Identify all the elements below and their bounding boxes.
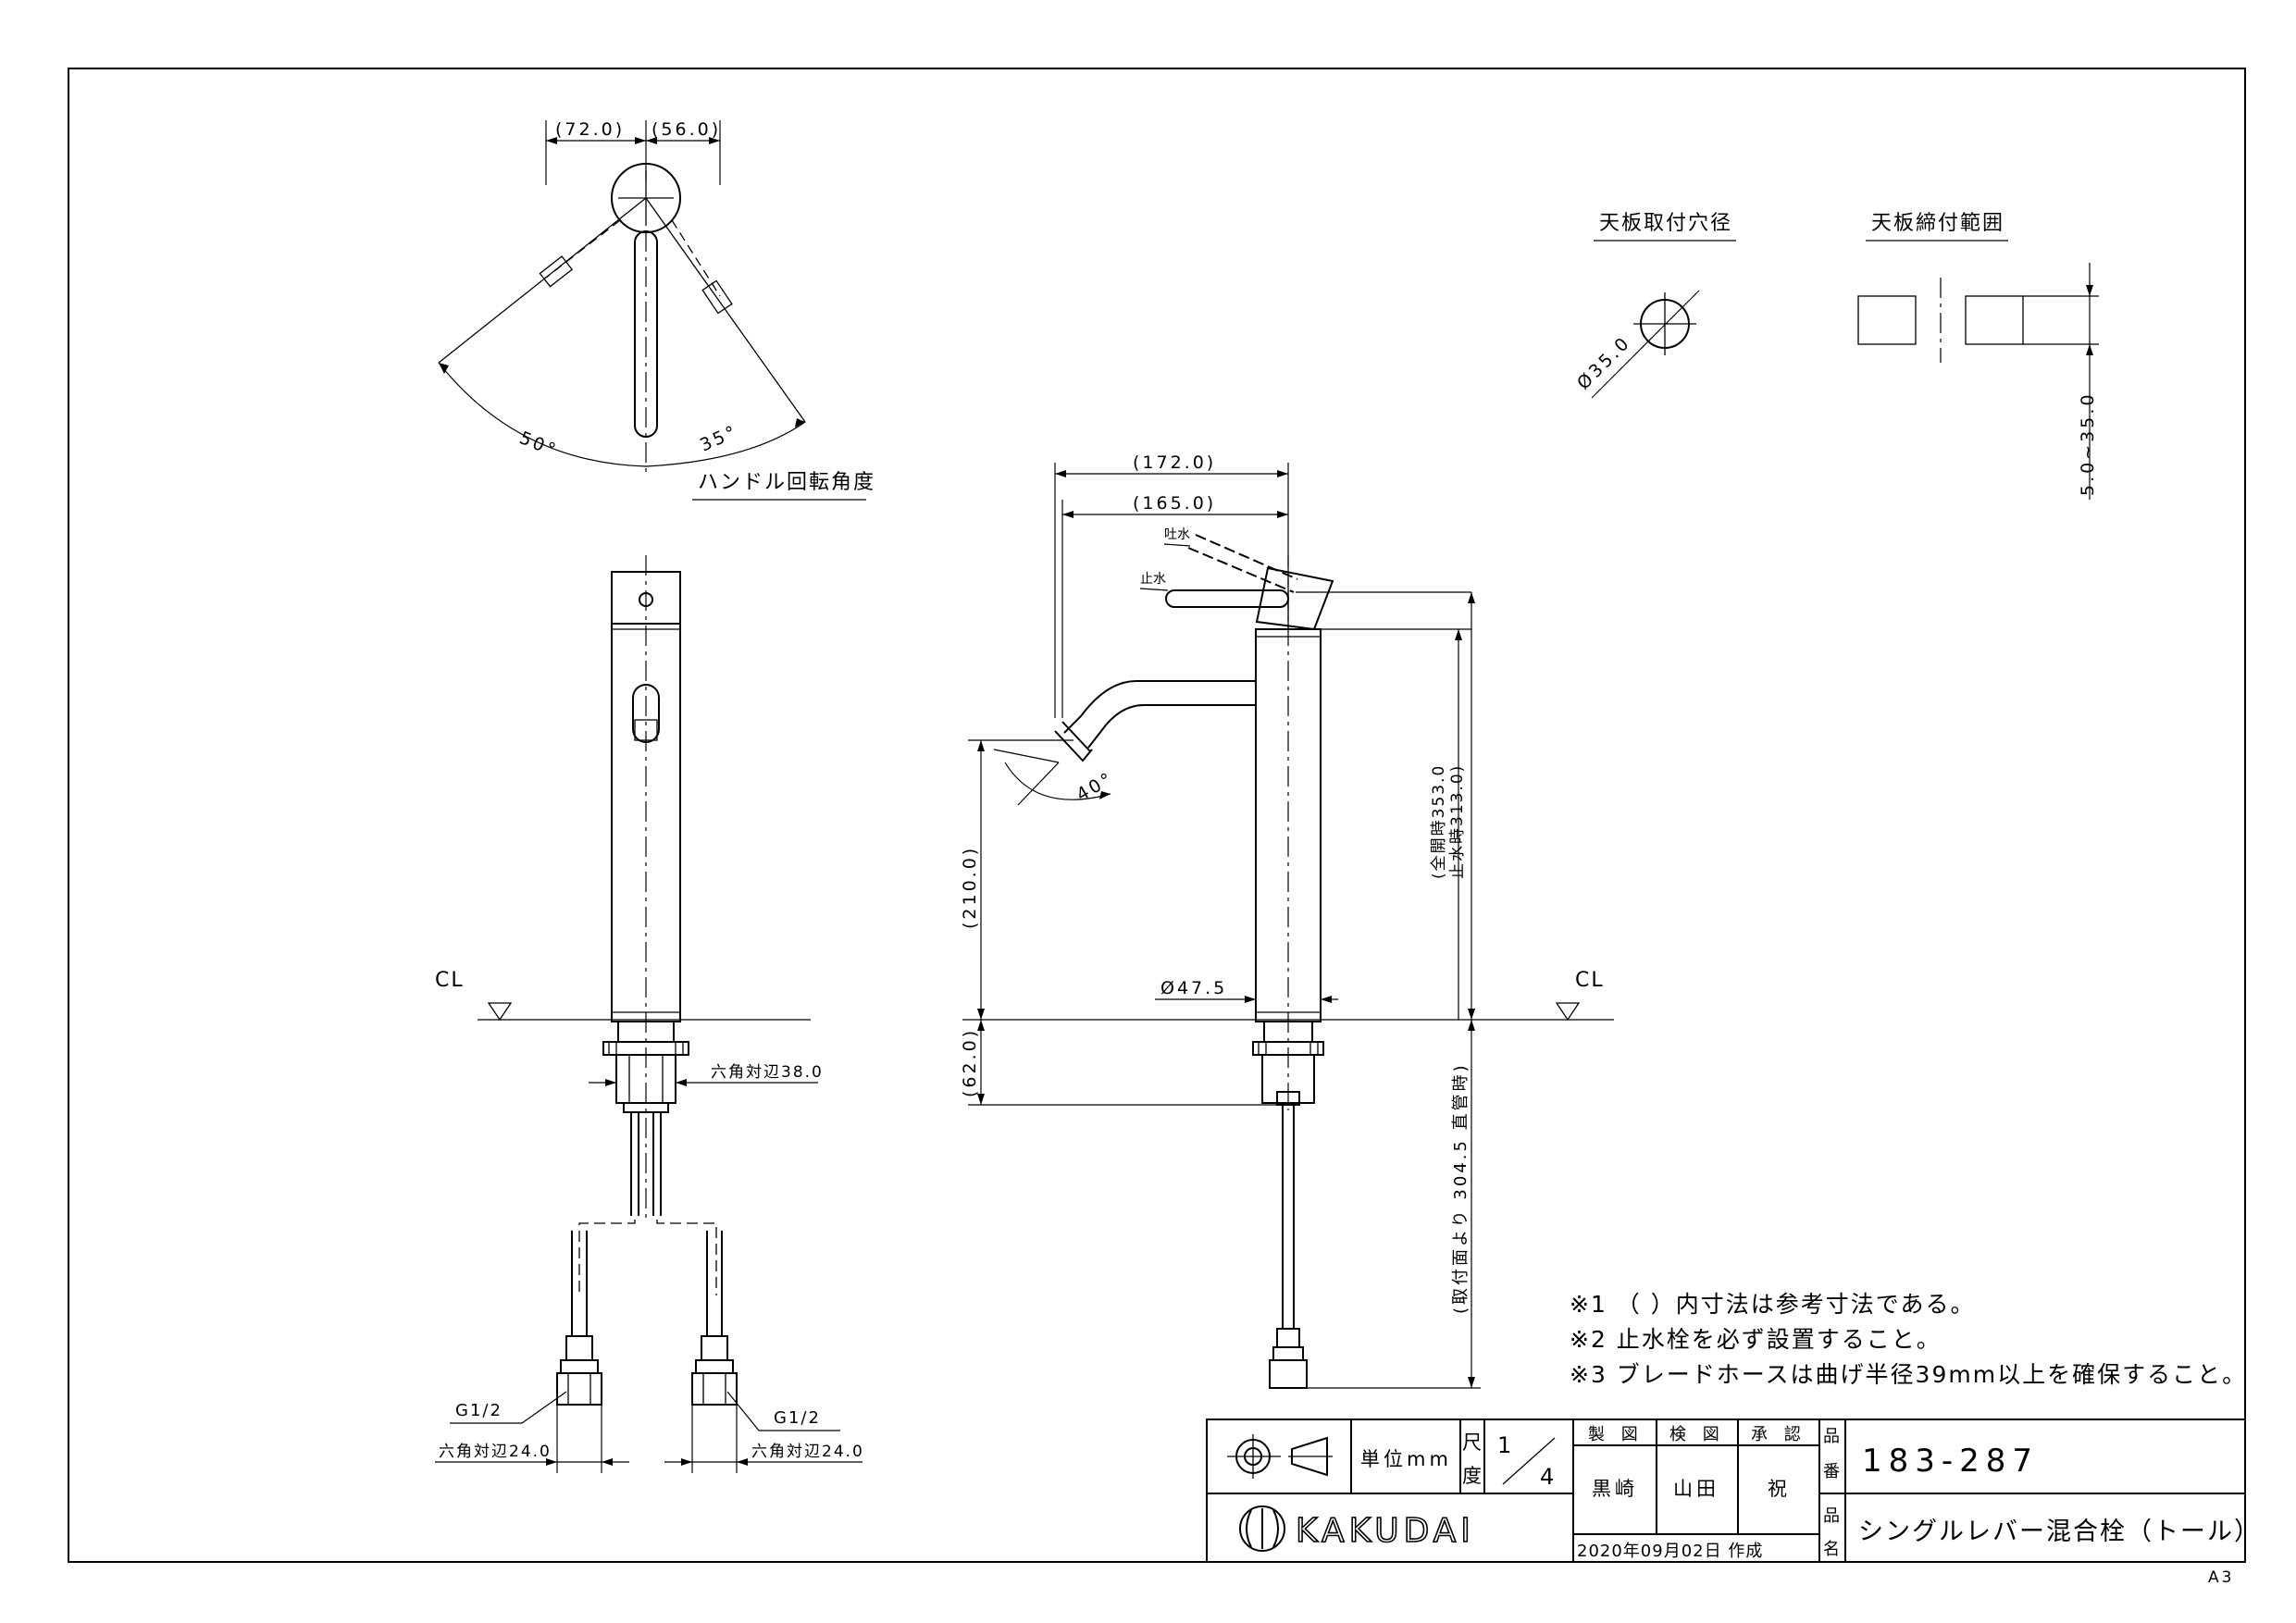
part-no-label-1: 品 bbox=[1823, 1427, 1840, 1446]
side-view: (172.0) (165.0) 吐水 止水 40° (210.0) bbox=[960, 452, 1614, 1389]
title-block: 単位mm 尺 度 1 4 製 図 検 図 承 認 黒崎 山田 祝 2020年09… bbox=[1206, 1419, 2261, 1563]
front-view: CL 六角対辺38.0 G1/2 G1/2 bbox=[435, 555, 864, 1473]
made-by: 黒崎 bbox=[1592, 1478, 1638, 1500]
sheet-size: A3 bbox=[2208, 1568, 2234, 1587]
label-discharge: 吐水 bbox=[1164, 527, 1190, 542]
note-1: ※1 （ ）内寸法は参考寸法である。 bbox=[1570, 1291, 1976, 1318]
part-no-label-2: 番 bbox=[1823, 1462, 1840, 1481]
product-name: シングルレバー混合栓（トール） bbox=[1858, 1518, 2261, 1546]
right-hose-nut bbox=[691, 1372, 738, 1406]
dim-72: (72.0) bbox=[555, 119, 625, 140]
front-cl-label: CL bbox=[435, 969, 465, 992]
spout-tip bbox=[1054, 721, 1093, 762]
handle-rotation-caption: ハンドル回転角度 bbox=[698, 471, 875, 494]
range-value: 5.0~35.0 bbox=[2078, 392, 2098, 496]
dim-56: (56.0) bbox=[652, 119, 721, 140]
approved-by: 祝 bbox=[1768, 1478, 1791, 1500]
top-view: (72.0) (56.0) 50° 35° ハンドル回転角度 bbox=[438, 119, 875, 501]
range-caption: 天板締付範囲 bbox=[1871, 212, 2004, 235]
hex-right-dim: 六角対辺24.0 bbox=[751, 1443, 864, 1461]
col-approve: 承 認 bbox=[1751, 1425, 1806, 1444]
hex-left-dim: 六角対辺24.0 bbox=[439, 1443, 552, 1461]
hose-length: (取付面より 304.5 直管時) bbox=[1451, 1062, 1471, 1314]
left-hose-nut bbox=[556, 1372, 602, 1406]
side-lever bbox=[1165, 589, 1289, 608]
brand-logo: KAKUDAI bbox=[1239, 1505, 1475, 1552]
hatch-left bbox=[1857, 295, 1917, 345]
height-stop: 止水時313.0) bbox=[1448, 764, 1467, 879]
label-stop: 止水 bbox=[1140, 572, 1166, 587]
projection-symbol bbox=[1227, 1434, 1333, 1479]
unit-label: 単位mm bbox=[1360, 1448, 1452, 1470]
side-hex-nut bbox=[1261, 1054, 1315, 1104]
scale-label-2: 度 bbox=[1462, 1465, 1482, 1487]
col-made: 製 図 bbox=[1588, 1425, 1644, 1444]
height-210: (210.0) bbox=[960, 846, 980, 929]
front-hex-dim: 六角対辺38.0 bbox=[711, 1063, 824, 1082]
sheet-border bbox=[68, 68, 2246, 1563]
height-62: (62.0) bbox=[960, 1028, 980, 1097]
hole-diameter: Ø35.0 bbox=[1573, 332, 1635, 394]
note-2: ※2 止水栓を必ず設置すること。 bbox=[1570, 1326, 1942, 1353]
angle-50: 50° bbox=[516, 427, 561, 461]
g-thread-right: G1/2 bbox=[774, 1408, 821, 1428]
hatch-right bbox=[1965, 295, 2024, 345]
side-hose-nut bbox=[1269, 1359, 1308, 1389]
drawing-date: 2020年09月02日 作成 bbox=[1577, 1542, 1763, 1561]
side-hose bbox=[1282, 1105, 1295, 1329]
name-label-1: 品 bbox=[1823, 1506, 1840, 1526]
col-check: 検 図 bbox=[1669, 1425, 1725, 1444]
hole-caption: 天板取付穴径 bbox=[1599, 212, 1732, 235]
angle-35: 35° bbox=[697, 421, 741, 455]
side-cl-label: CL bbox=[1575, 969, 1605, 992]
notes: ※1 （ ）内寸法は参考寸法である。 ※2 止水栓を必ず設置すること。 ※3 ブ… bbox=[1570, 1291, 2247, 1388]
checked-by: 山田 bbox=[1673, 1478, 1719, 1500]
part-number: 183-287 bbox=[1862, 1443, 2039, 1480]
scale-numerator: 1 bbox=[1497, 1432, 1515, 1458]
height-total: (全開時353.0 bbox=[1430, 764, 1448, 879]
name-label-2: 名 bbox=[1823, 1540, 1840, 1559]
brand-name: KAKUDAI bbox=[1296, 1512, 1475, 1550]
dim-172: (172.0) bbox=[1133, 452, 1216, 473]
g-thread-left: G1/2 bbox=[455, 1401, 503, 1420]
dim-165: (165.0) bbox=[1133, 493, 1216, 514]
note-3: ※3 ブレードホースは曲げ半径39mm以上を確保すること。 bbox=[1570, 1361, 2247, 1388]
lever bbox=[634, 230, 658, 438]
scale-label-1: 尺 bbox=[1462, 1431, 1482, 1454]
spout-angle: 40° bbox=[1074, 768, 1118, 805]
mount-detail: 天板取付穴径 Ø35.0 天板締付範囲 5.0~35.0 bbox=[1573, 212, 2099, 500]
body-diameter: Ø47.5 bbox=[1160, 978, 1227, 998]
side-handle bbox=[1255, 566, 1334, 631]
scale-denominator: 4 bbox=[1540, 1464, 1558, 1490]
